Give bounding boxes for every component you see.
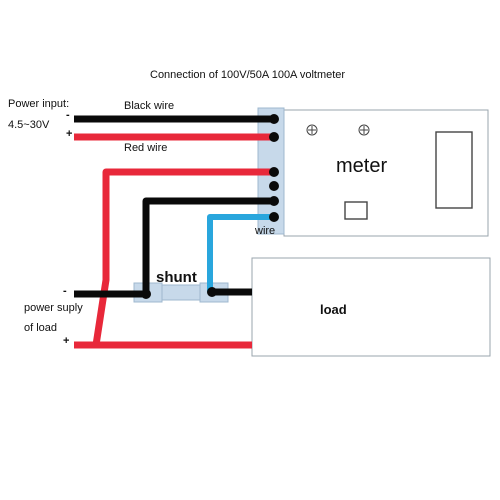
potentiometer-1 xyxy=(306,124,318,136)
diagram-title: Connection of 100V/50A 100A voltmeter xyxy=(150,69,346,81)
power-supply-minus-symbol: - xyxy=(63,285,67,297)
blue-signal-wire xyxy=(207,214,274,292)
meter-label: meter xyxy=(336,155,388,177)
meter-display xyxy=(435,131,473,209)
meter-button xyxy=(344,201,368,220)
meter-wire-label: wire xyxy=(255,225,276,237)
meter-terminal-screws xyxy=(269,114,279,222)
power-input-voltage: 4.5~30V xyxy=(8,119,50,131)
red-wire-label: Red wire xyxy=(124,142,168,154)
power-input-label: Power input: xyxy=(8,98,70,110)
black-wire-label: Black wire xyxy=(124,100,175,112)
power-supply-label-line2: of load xyxy=(24,322,58,334)
power-input-plus-symbol: + xyxy=(66,128,73,140)
shunt-screw-right xyxy=(207,287,217,297)
power-input-minus-symbol: - xyxy=(66,109,70,121)
power-supply-plus-symbol: + xyxy=(63,335,70,347)
load-box xyxy=(251,257,491,357)
red-signal-wire xyxy=(92,168,274,346)
potentiometer-2 xyxy=(358,124,370,136)
load-label: load xyxy=(320,302,347,317)
black-signal-wire xyxy=(142,197,274,294)
shunt-label: shunt xyxy=(156,269,197,286)
shunt-screw-left xyxy=(141,289,151,299)
power-supply-label-line1: power suply xyxy=(24,302,83,314)
